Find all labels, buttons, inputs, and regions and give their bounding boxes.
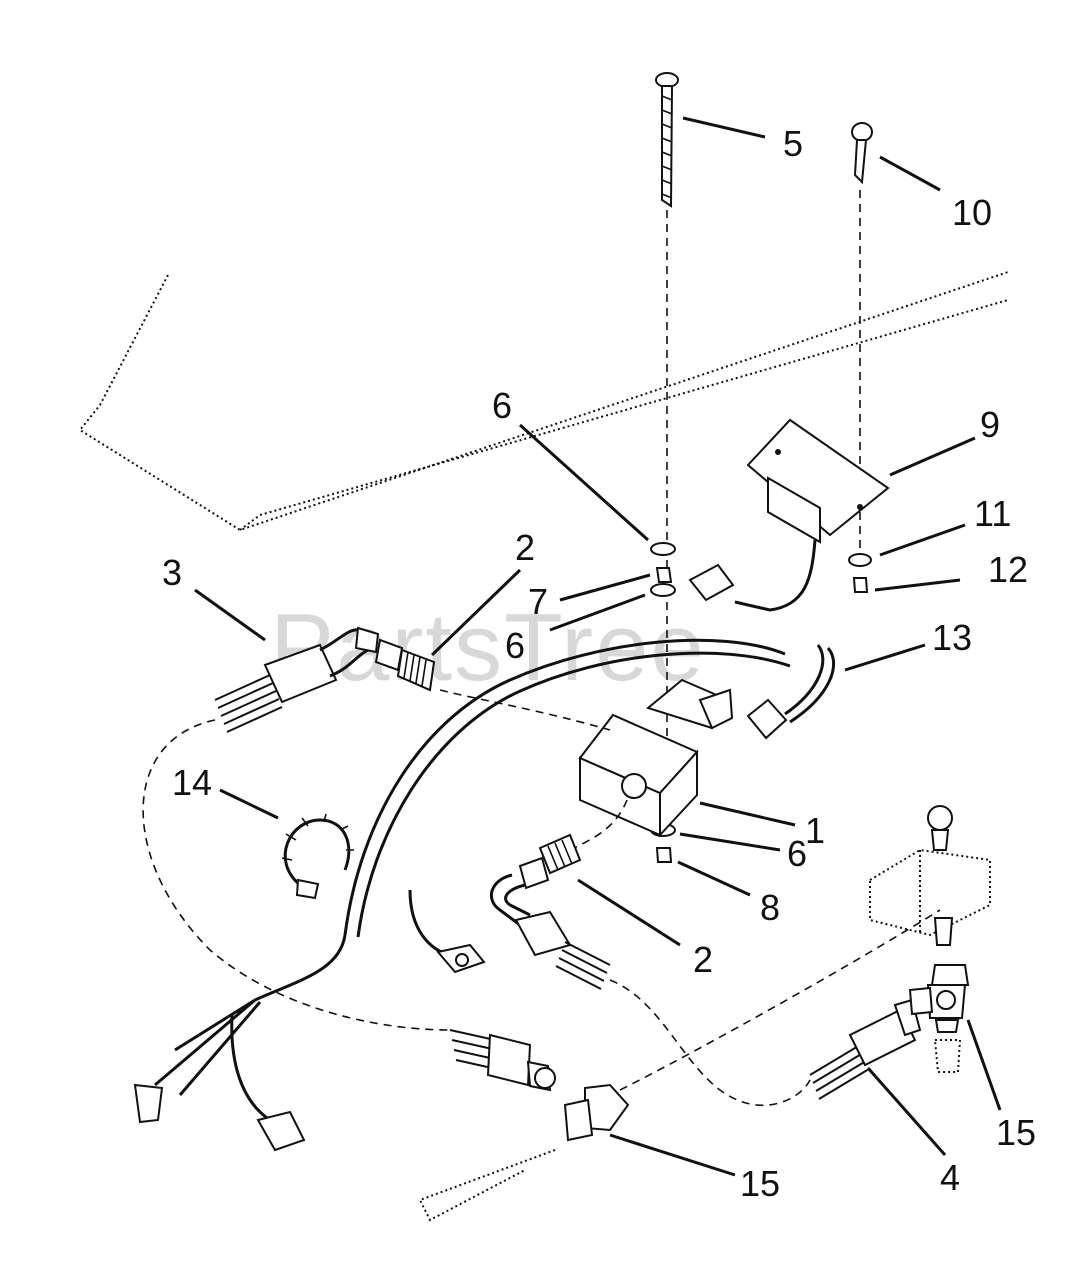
callout-12: 12 [988, 549, 1028, 590]
callout-2-bottom: 2 [693, 939, 713, 980]
callout-3: 3 [162, 552, 182, 593]
hose-route-d [609, 979, 811, 1107]
nut-8 [655, 847, 673, 863]
hose-4 [809, 998, 922, 1100]
callout-13: 13 [932, 617, 972, 658]
nut-12 [852, 577, 869, 593]
callout-1: 1 [805, 810, 825, 851]
callout-14: 14 [172, 762, 212, 803]
hose-assembly-2b [489, 873, 611, 990]
frame-panel [78, 271, 1009, 532]
washer-6b [650, 583, 676, 597]
callout-7: 7 [528, 581, 548, 622]
bolt-10 [851, 122, 873, 185]
control-valve-assembly [869, 805, 991, 946]
cable-tie-14 [281, 813, 354, 900]
washer-6a [650, 542, 676, 556]
lower-hose-coupling [449, 1029, 556, 1092]
watermark: PartsTree [270, 594, 706, 701]
callout-8: 8 [760, 887, 780, 928]
callout-10: 10 [952, 192, 992, 233]
callout-15-right: 15 [996, 1112, 1036, 1153]
hose-route-e [619, 909, 941, 1091]
fitting-2b [518, 833, 582, 890]
hose-route-c [569, 799, 628, 851]
callout-5: 5 [783, 123, 803, 164]
wire-harness-13 [133, 638, 836, 1152]
callout-9: 9 [980, 404, 1000, 445]
hose-route-b [439, 689, 611, 731]
callout-2-top: 2 [515, 527, 535, 568]
callout-6-mid: 6 [505, 625, 525, 666]
module-9 [688, 418, 890, 612]
hose-route-a [142, 719, 451, 1031]
bolt-5 [655, 72, 679, 208]
leader-lines [194, 116, 1002, 1177]
callout-15-bottom: 15 [740, 1163, 780, 1204]
callout-6-top: 6 [492, 385, 512, 426]
lock-washer-7 [655, 567, 673, 583]
elbow-fitting-15a [418, 1083, 630, 1222]
solenoid-valve-1 [578, 678, 734, 838]
washer-11 [848, 553, 872, 567]
hose-assembly-3 [214, 626, 380, 733]
elbow-fitting-15b [908, 964, 970, 1073]
callout-6-bottom: 6 [787, 833, 807, 874]
callout-11: 11 [974, 493, 1011, 534]
callouts: 5 10 9 6 11 12 2 3 7 6 13 14 1 6 8 2 15 … [162, 123, 1036, 1204]
fitting-2a [374, 638, 436, 692]
callout-4: 4 [940, 1157, 960, 1198]
